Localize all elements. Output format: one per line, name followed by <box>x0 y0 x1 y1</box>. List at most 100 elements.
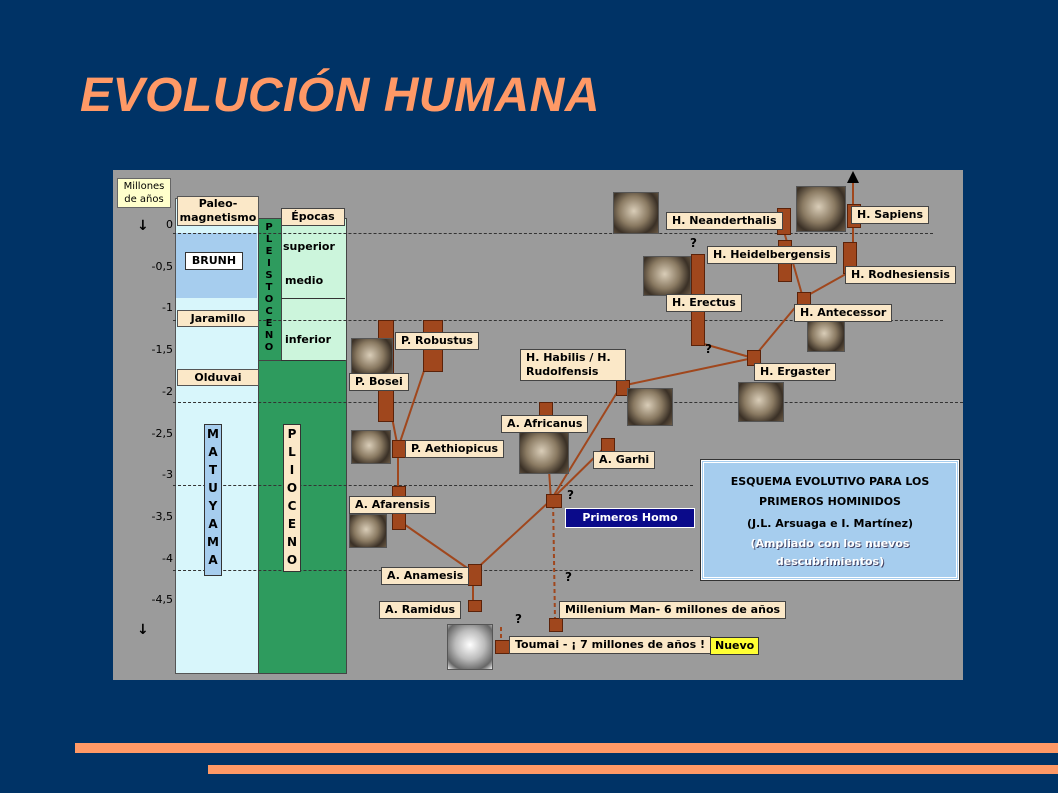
matuyama-letter: U <box>208 481 218 495</box>
species-h-ergaster: H. Ergaster <box>754 363 837 381</box>
pleistoceno-letter: O <box>264 342 274 353</box>
time-gridline <box>173 233 933 234</box>
slide-title: EVOLUCIÓN HUMANA <box>80 69 600 122</box>
bar-ramidus <box>468 600 482 612</box>
skull-ergaster-image <box>738 382 784 422</box>
species-h-sapiens: H. Sapiens <box>851 206 930 224</box>
time-gridline <box>173 402 963 403</box>
skull-habilis-image <box>627 388 673 426</box>
bar-millenium <box>549 618 563 632</box>
lineage-line <box>397 519 474 573</box>
matuyama-letter: Y <box>208 499 218 513</box>
top-arrow <box>847 171 859 183</box>
axis-tick: -4,5 <box>151 593 173 606</box>
plioceno-letter: C <box>287 499 297 513</box>
skull-toumai-image <box>447 624 493 670</box>
axis-arrow-bottom: ↓ <box>137 622 149 638</box>
lineage-line <box>696 341 754 359</box>
matuyama-letter: A <box>208 445 218 459</box>
epocas-column <box>281 218 347 363</box>
legend-box: ESQUEMA EVOLUTIVO PARA LOS PRIMEROS HOMI… <box>700 459 960 581</box>
pleistoceno-letter: E <box>265 318 273 329</box>
axis-tick: -2 <box>162 385 173 398</box>
species-a-ramidus: A. Ramidus <box>379 601 462 619</box>
species-a-africanus: A. Africanus <box>501 415 589 433</box>
matuyama-box: M A T U Y A M A <box>204 424 222 576</box>
axis-tick: -1,5 <box>151 343 173 356</box>
species-h-neanderthalis: H. Neanderthalis <box>666 212 783 230</box>
question-mark: ? <box>567 488 574 502</box>
nuevo-badge: Nuevo <box>710 637 760 655</box>
pleistoceno-letter: L <box>265 234 273 245</box>
lineage-line <box>472 499 552 573</box>
pleistoceno-letter: T <box>265 282 273 293</box>
species-toumai: Toumai - ¡ 7 millones de años ! <box>509 636 712 654</box>
skull-afarensis-image <box>349 514 387 548</box>
plioceno-letter: E <box>287 517 297 531</box>
primeros-homo-badge: Primeros Homo <box>565 508 695 528</box>
question-mark: ? <box>565 570 572 584</box>
matuyama-letter: A <box>208 517 218 531</box>
question-mark: ? <box>705 342 712 356</box>
species-h-rodhesiensis: H. Rodhesiensis <box>845 266 956 284</box>
pleistoceno-letter: E <box>265 246 273 257</box>
axis-tick: -4 <box>162 552 173 565</box>
plioceno-letter: P <box>287 427 297 441</box>
bar-aethiopicus <box>392 440 406 458</box>
axis-arrow-top: ↓ <box>137 218 149 234</box>
time-gridline <box>173 485 693 486</box>
decorative-stripe-top <box>75 743 1058 753</box>
matuyama-letter: M <box>207 535 219 549</box>
pleistoceno-letter: S <box>265 270 273 281</box>
species-p-aethiopicus: P. Aethiopicus <box>405 440 504 458</box>
plioceno-letter: N <box>286 535 298 549</box>
bar-primeros-homo-node <box>546 494 562 508</box>
species-a-garhi: A. Garhi <box>593 451 656 469</box>
species-a-afarensis: A. Afarensis <box>349 496 437 514</box>
evolution-diagram: Millones de años ↓ ↓ 0 -0,5 -1 -1,5 -2 -… <box>113 170 963 680</box>
epoch-divider-line <box>281 298 345 299</box>
legend-line: descubrimientos) <box>775 555 885 568</box>
epoch-divider-line <box>281 360 345 361</box>
epoch-inferior: inferior <box>285 333 332 346</box>
axis-tick: -1 <box>162 301 173 314</box>
epoch-medio: medio <box>285 274 324 287</box>
pleistoceno-letter: I <box>267 258 271 269</box>
pleistoceno-letter: C <box>265 306 273 317</box>
epocas-header: Épocas <box>281 208 345 226</box>
skull-sapiens-image <box>796 186 846 232</box>
pleistoceno-label: P L E I S T O C E N O <box>259 220 279 400</box>
species-h-antecessor: H. Antecessor <box>794 304 893 322</box>
skull-africanus-image <box>519 432 569 474</box>
skull-aethiopicus-image <box>351 430 391 464</box>
epoch-olduvai: Olduvai <box>177 369 259 386</box>
species-h-heidelbergensis: H. Heidelbergensis <box>707 246 837 264</box>
question-mark: ? <box>515 612 522 626</box>
skull-erectus-image <box>643 256 691 296</box>
legend-line: (J.L. Arsuaga e I. Martínez) <box>746 517 914 530</box>
pleistoceno-letter: N <box>264 330 274 341</box>
plioceno-letter: I <box>289 463 295 477</box>
species-p-robustus: P. Robustus <box>395 332 479 350</box>
species-h-erectus: H. Erectus <box>666 294 742 312</box>
plioceno-letter: O <box>286 481 298 495</box>
skull-antecessor-image <box>807 318 845 352</box>
question-mark: ? <box>690 236 697 250</box>
axis-tick: -0,5 <box>151 260 173 273</box>
lineage-line <box>620 357 754 387</box>
lineage-line <box>552 497 556 621</box>
epoch-jaramillo: Jaramillo <box>177 310 259 327</box>
legend-line: (Ampliado con los nuevos <box>750 537 910 550</box>
plioceno-letter: O <box>286 553 298 567</box>
matuyama-letter: M <box>207 427 219 441</box>
pleistoceno-letter: P <box>265 222 273 233</box>
species-p-bosei: P. Bosei <box>349 373 409 391</box>
skull-bosei-image <box>351 338 393 376</box>
species-a-anamesis: A. Anamesis <box>381 567 470 585</box>
plioceno-column <box>258 360 347 674</box>
axis-tick: 0 <box>166 218 173 231</box>
axis-tick: -3 <box>162 468 173 481</box>
matuyama-letter: T <box>208 463 218 477</box>
species-millenium-man: Millenium Man- 6 millones de años <box>559 601 787 619</box>
lineage-line <box>550 385 622 501</box>
